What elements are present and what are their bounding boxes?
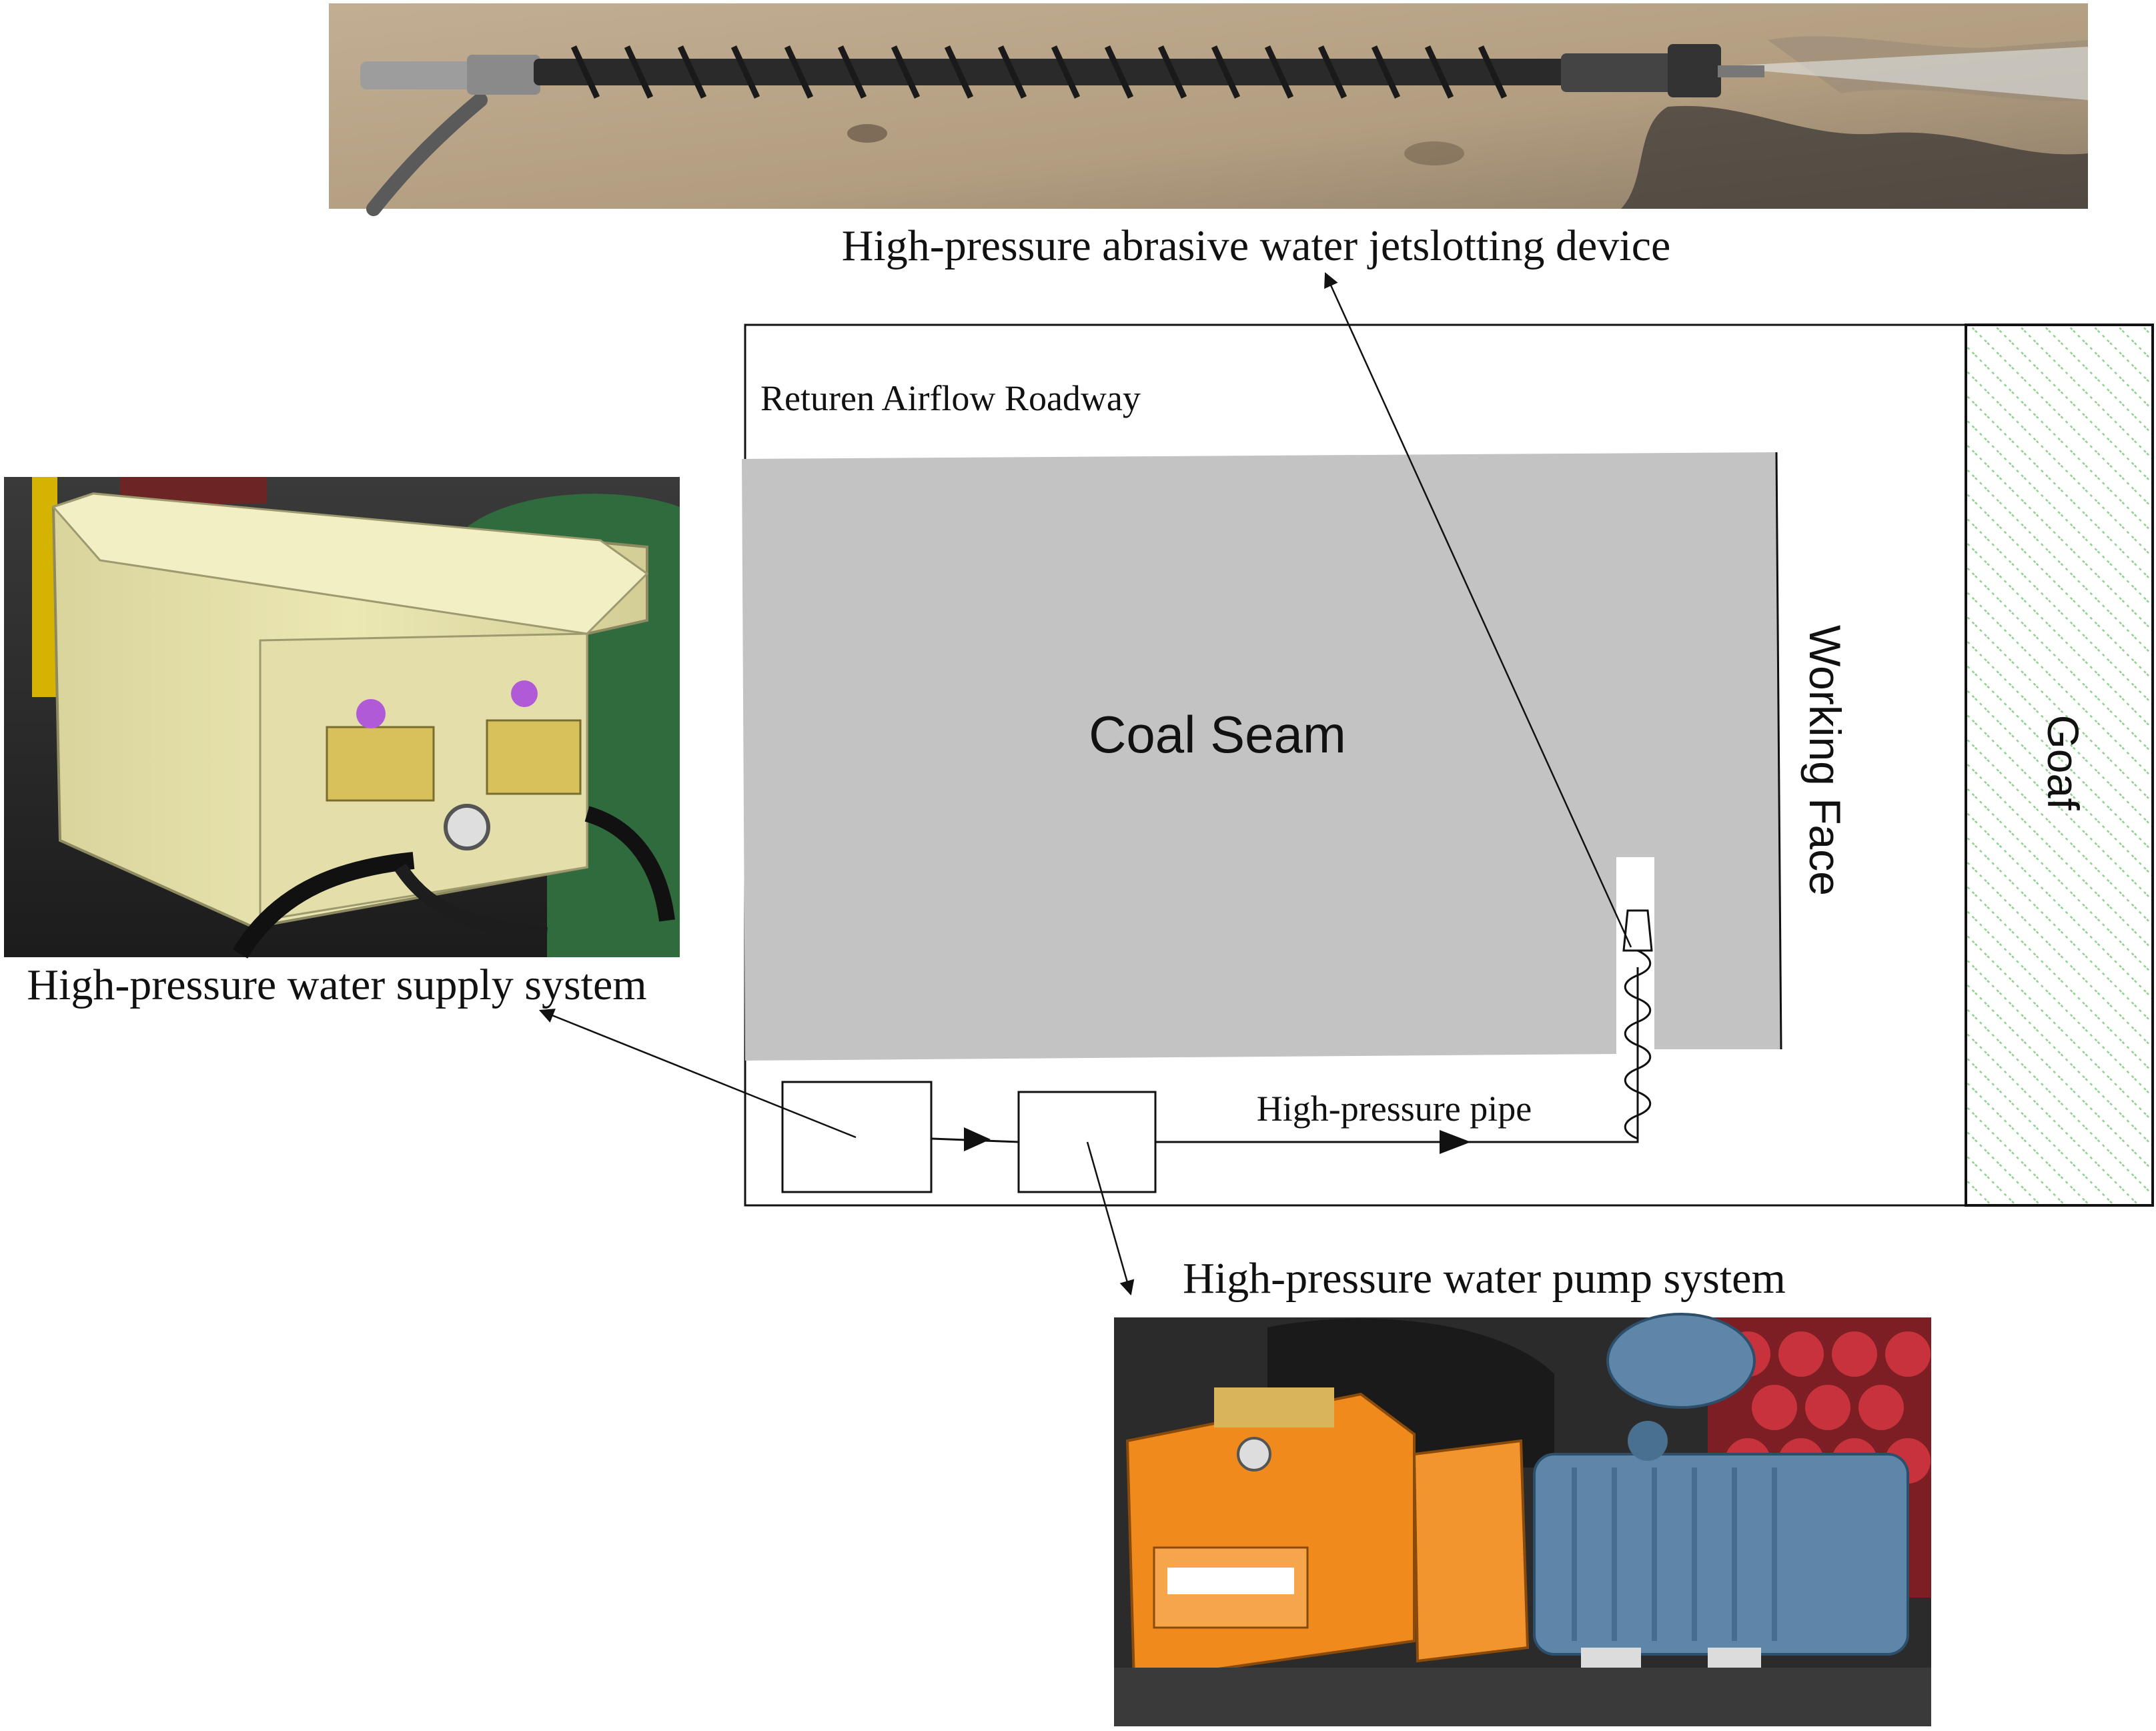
jet-device-leader (1324, 271, 1632, 948)
jet-device-label: High-pressure abrasive water jetslotting… (842, 221, 1671, 270)
mine-layout-schematic (538, 271, 2154, 1296)
goaf-label: Goaf (2039, 714, 2088, 810)
high-pressure-pipe-label: High-pressure pipe (1257, 1089, 1532, 1129)
supply-system-label: High-pressure water supply system (27, 961, 646, 1009)
water-pump-system-photo (1114, 1313, 1931, 1726)
water-supply-system-photo (4, 477, 680, 959)
drill-nozzle-icon (1622, 909, 1653, 952)
pump-system-label: High-pressure water pump system (1183, 1254, 1786, 1303)
flow-arrow-1 (964, 1127, 991, 1151)
pump-system-box (1017, 1091, 1157, 1193)
spiral-drill-rod (1624, 949, 1652, 1140)
supply-system-box (781, 1081, 933, 1193)
supply-system-leader (538, 1009, 857, 1139)
coal-seam-label: Coal Seam (1089, 705, 1346, 764)
flow-arrow-2 (1440, 1130, 1471, 1154)
goaf-area (1965, 324, 2154, 1207)
coal-seam-area (742, 452, 1781, 1061)
return-airflow-label: Returen Airflow Roadway (760, 378, 1141, 418)
pump-system-leader (1086, 1141, 1135, 1296)
high-pressure-pipe-line (1155, 967, 1639, 1143)
jet-slotting-device-photo (329, 3, 2088, 216)
working-face-label: Working Face (1800, 625, 1850, 896)
